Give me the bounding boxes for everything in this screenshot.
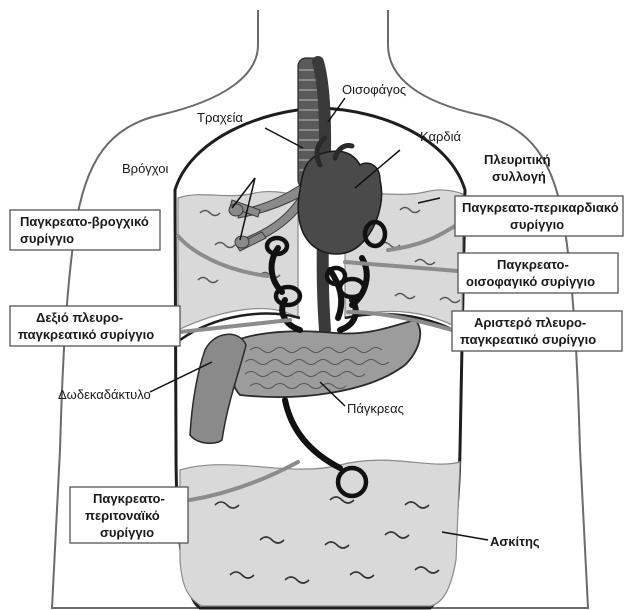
svg-text:οισοφαγικό συρίγγιο: οισοφαγικό συρίγγιο [466,274,595,289]
label-trachea: Τραχεία [197,110,243,125]
box-pancreaticoperitoneal: Παγκρεατο- περιτοναϊκό συρίγγιο [70,487,188,543]
label-esophagus: Οισοφάγος [342,82,406,97]
svg-text:συρίγγιο: συρίγγιο [20,231,74,246]
svg-text:Παγκρεατο-περικαρδιακό: Παγκρεατο-περικαρδιακό [462,200,619,215]
svg-text:Παγκρεατο-βρογχικό: Παγκρεατο-βρογχικό [20,214,149,229]
ascites-fluid [180,460,460,606]
label-heart: Καρδιά [420,129,462,144]
box-right-pleuropancreatic: Δεξιό πλευρο- παγκρεατικό συρίγγιο [10,306,180,346]
label-pleural-effusion-2: συλλογή [492,169,546,184]
label-pancreas: Πάγκρεας [347,401,404,416]
svg-text:παγκρεατικό συρίγγιο: παγκρεατικό συρίγγιο [460,332,596,347]
box-pancreaticopericardial: Παγκρεατο-περικαρδιακό συρίγγιο [455,196,623,236]
label-ascites: Ασκίτης [490,534,540,549]
svg-text:παγκρεατικό συρίγγιο: παγκρεατικό συρίγγιο [18,327,154,342]
svg-text:Παγκρεατο-: Παγκρεατο- [497,257,569,272]
svg-text:συρίγγιο: συρίγγιο [510,217,564,232]
svg-text:Αριστερό πλευρο-: Αριστερό πλευρο- [474,315,586,330]
label-bronchi: Βρόγχοι [122,161,169,176]
box-pancreaticoesophageal: Παγκρεατο- οισοφαγικό συρίγγιο [458,253,618,293]
svg-text:Δεξιό πλευρο-: Δεξιό πλευρο- [36,310,123,325]
label-pleural-effusion-1: Πλευριτική [484,152,551,167]
svg-text:συρίγγιο: συρίγγιο [100,525,154,540]
box-left-pleuropancreatic: Αριστερό πλευρο- παγκρεατικό συρίγγιο [452,311,622,351]
box-pancreaticobronchial: Παγκρεατο-βρογχικό συρίγγιο [10,210,160,250]
svg-text:περιτοναϊκό: περιτοναϊκό [85,508,160,523]
svg-text:Παγκρεατο-: Παγκρεατο- [93,491,165,506]
label-duodenum: Δωδεκαδάκτυλο [58,387,151,402]
